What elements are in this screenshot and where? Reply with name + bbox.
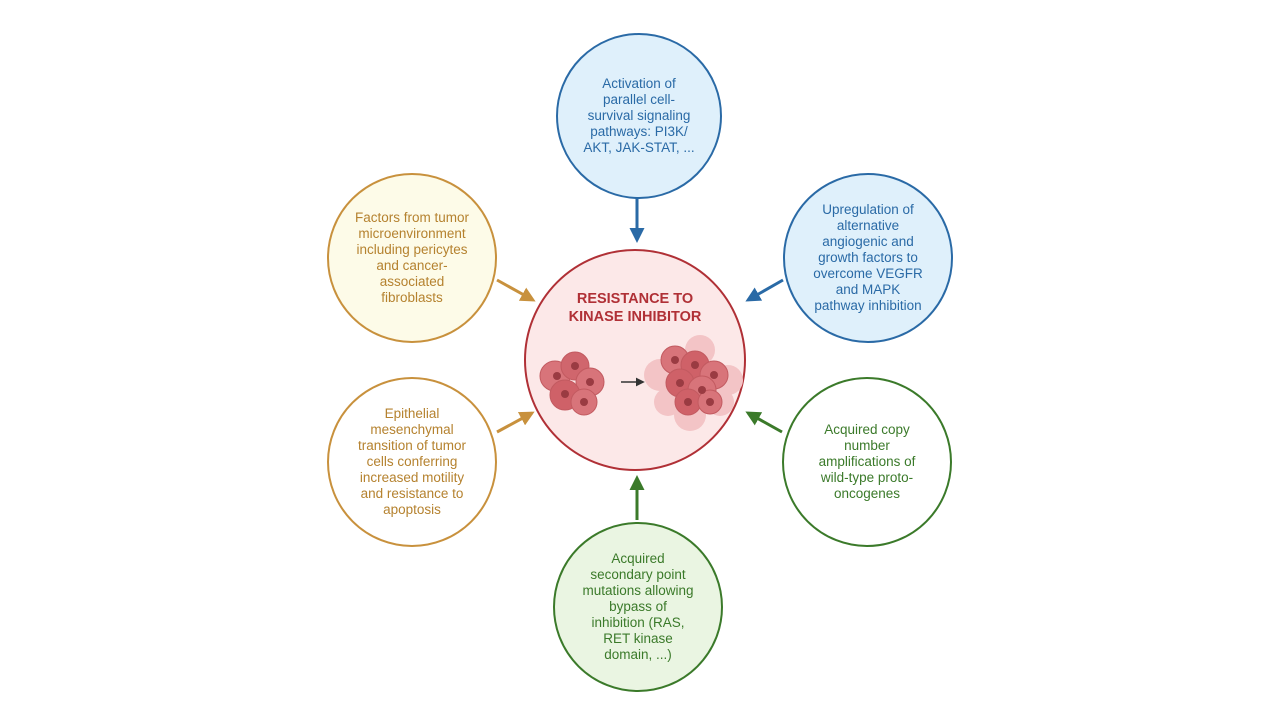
tumor-cluster-small-icon — [539, 351, 605, 416]
node-parallel-signaling: Activation of parallel cell- survival si… — [556, 33, 722, 199]
node-text: Acquired secondary point mutations allow… — [582, 551, 694, 662]
node-text: Factors from tumor microenvironment incl… — [354, 210, 470, 305]
tumor-cluster-large-icon — [644, 335, 743, 431]
arrow-lower-right — [745, 411, 783, 434]
node-text: Upregulation of alternative angiogenic a… — [813, 202, 923, 313]
node-emt-transition: Epithelial mesenchymal transition of tum… — [327, 377, 497, 547]
node-tumor-microenvironment: Factors from tumor microenvironment incl… — [327, 173, 497, 343]
center-title: RESISTANCE TO KINASE INHIBITOR — [568, 291, 702, 325]
node-text: Acquired copy number amplifications of w… — [818, 422, 916, 501]
node-text: Epithelial mesenchymal transition of tum… — [357, 406, 467, 517]
arrow-lower-left — [496, 411, 535, 434]
node-secondary-mutations: Acquired secondary point mutations allow… — [553, 522, 723, 692]
arrow-upper-right — [745, 278, 784, 302]
center-circle — [524, 249, 746, 471]
node-text: Activation of parallel cell- survival si… — [583, 76, 695, 155]
node-copy-number-amplification: Acquired copy number amplifications of w… — [782, 377, 952, 547]
arrow-upper-left — [496, 278, 536, 302]
node-angiogenic-upregulation: Upregulation of alternative angiogenic a… — [783, 173, 953, 343]
